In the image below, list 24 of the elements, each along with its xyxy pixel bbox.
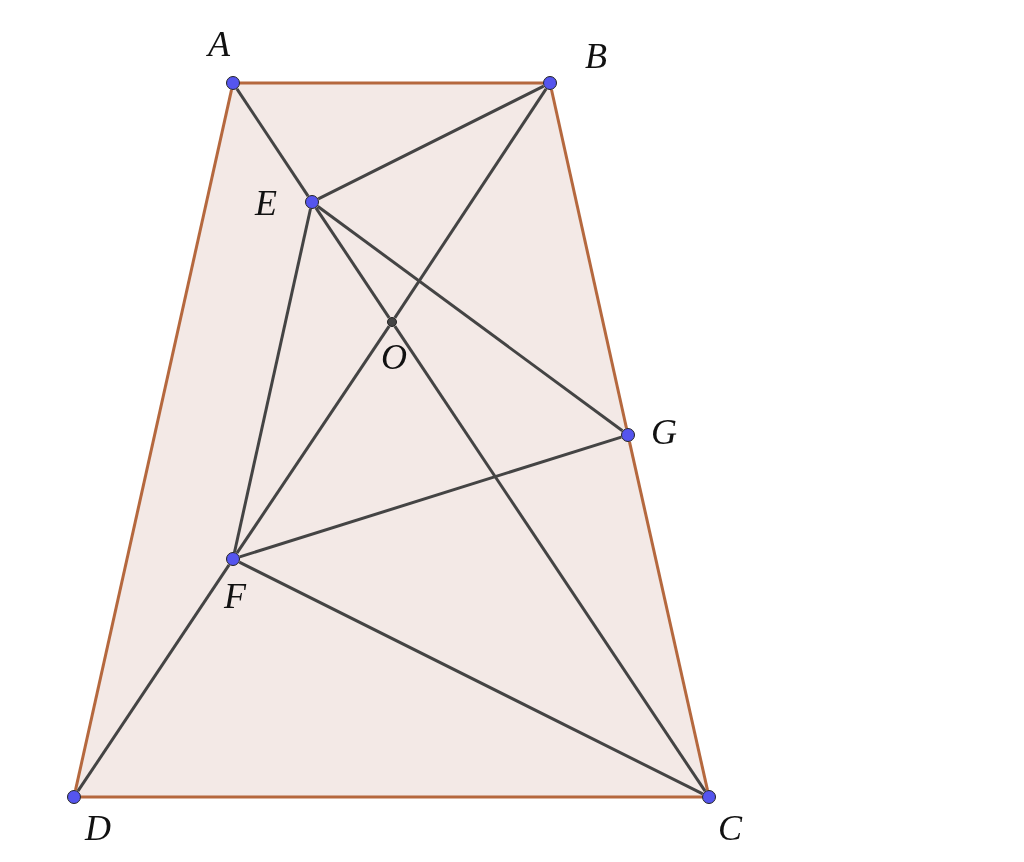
line-segment [233, 208, 312, 553]
line-segment [240, 81, 543, 85]
line-segment [393, 87, 548, 319]
line-segment [393, 325, 707, 793]
line-segment [238, 560, 704, 796]
line-segment [317, 84, 545, 201]
point-label: A [208, 24, 230, 64]
line-segment [314, 206, 391, 319]
line-segment [74, 89, 233, 791]
point-label: O [381, 337, 407, 377]
line-segment [239, 435, 622, 559]
point-label: G [651, 412, 677, 452]
line-segment [550, 89, 628, 429]
point-label: F [224, 576, 246, 616]
line-segment [316, 205, 624, 432]
point-label: C [718, 808, 742, 848]
point-label: E [255, 183, 277, 223]
line-segment [628, 441, 709, 791]
line-segment [76, 563, 231, 793]
line-segment [235, 325, 391, 555]
point-label: D [85, 808, 111, 848]
line-segment [81, 795, 702, 799]
point-label: B [585, 36, 607, 76]
line-segment [235, 87, 310, 198]
